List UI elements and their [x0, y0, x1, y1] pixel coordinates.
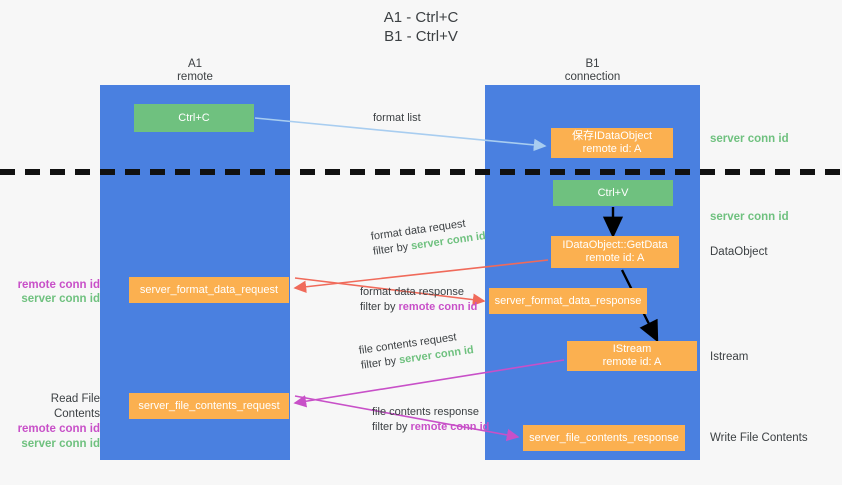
- edge-label-format-list-text: format list: [373, 112, 421, 124]
- node-server-format-data-response-label: server_format_data_response: [494, 294, 642, 307]
- annotation-read-file-contents-block: Read File Contents remote conn id server…: [4, 392, 100, 452]
- node-getdata[interactable]: IDataObject::GetData remote id: A: [551, 236, 679, 268]
- filter-value-remote-conn-id: remote conn id: [410, 421, 490, 433]
- node-server-file-contents-request[interactable]: server_file_contents_request: [129, 393, 289, 419]
- title-line-1: A1 - Ctrl+C: [383, 9, 459, 26]
- edge-label-format-data-request: format data request filter by server con…: [370, 214, 487, 260]
- column-b1-subtitle: connection: [564, 71, 621, 83]
- filter-prefix: filter by: [372, 421, 411, 433]
- edge-label-format-data-response-filter: filter by remote conn id: [360, 300, 477, 315]
- node-istream[interactable]: IStream remote id: A: [567, 341, 697, 371]
- node-ctrl-c[interactable]: Ctrl+C: [134, 104, 254, 132]
- node-server-file-contents-response[interactable]: server_file_contents_response: [523, 425, 685, 451]
- node-ctrl-c-label: Ctrl+C: [178, 111, 210, 124]
- filter-value-remote-conn-id: remote conn id: [398, 301, 478, 313]
- filter-prefix: filter by: [360, 354, 401, 372]
- annotation-server-conn-id: server conn id: [21, 293, 100, 305]
- column-b1-name: B1: [585, 58, 600, 70]
- node-server-format-data-request[interactable]: server_format_data_request: [129, 277, 289, 303]
- node-ctrl-v[interactable]: Ctrl+V: [553, 180, 673, 206]
- node-save-dataobject-line1: 保存IDataObject: [571, 130, 653, 142]
- edge-label-file-contents-response-filter: filter by remote conn id: [372, 420, 489, 435]
- annotation-dataobject: DataObject: [710, 246, 768, 258]
- annotation-server-conn-id-top: server conn id: [710, 133, 789, 145]
- column-a1-name: A1: [187, 58, 203, 70]
- node-save-dataobject-line2: remote id: A: [582, 143, 642, 155]
- column-header-a1: A1 remote: [100, 58, 290, 84]
- node-server-file-contents-response-label: server_file_contents_response: [529, 431, 679, 444]
- node-save-dataobject[interactable]: 保存IDataObject remote id: A: [551, 128, 673, 158]
- node-server-file-contents-request-label: server_file_contents_request: [138, 399, 280, 412]
- annotation-remote-conn-id: remote conn id: [17, 423, 100, 435]
- node-server-format-data-request-label: server_format_data_request: [139, 283, 279, 296]
- column-a1-subtitle: remote: [177, 71, 213, 83]
- title-line-2: B1 - Ctrl+V: [384, 28, 458, 45]
- filter-prefix: filter by: [372, 240, 413, 258]
- annotation-left-conn-ids: remote conn id server conn id: [8, 278, 100, 306]
- edge-label-file-contents-request: file contents request filter by server c…: [358, 328, 475, 374]
- annotation-remote-conn-id: remote conn id: [17, 279, 100, 291]
- column-header-b1: B1 connection: [485, 58, 700, 84]
- node-server-format-data-response[interactable]: server_format_data_response: [489, 288, 647, 314]
- edge-label-file-contents-response: file contents response filter by remote …: [372, 405, 489, 435]
- edge-label-file-contents-response-line1: file contents response: [372, 406, 480, 418]
- annotation-server-conn-id-mid: server conn id: [710, 211, 789, 223]
- filter-prefix: filter by: [360, 301, 399, 313]
- edge-label-format-data-response: format data response filter by remote co…: [360, 285, 477, 315]
- node-getdata-line2: remote id: A: [585, 252, 645, 264]
- node-istream-line2: remote id: A: [602, 356, 662, 368]
- edge-label-format-data-response-line1: format data response: [360, 286, 464, 298]
- annotation-write-file-contents: Write File Contents: [710, 432, 808, 444]
- page-title: A1 - Ctrl+C B1 - Ctrl+V: [0, 8, 842, 46]
- node-ctrl-v-label: Ctrl+V: [597, 186, 629, 199]
- edge-label-format-list: format list: [373, 111, 421, 126]
- node-istream-line1: IStream: [612, 343, 652, 355]
- node-getdata-line1: IDataObject::GetData: [562, 239, 668, 251]
- annotation-read-file-contents: Read File Contents: [50, 393, 100, 420]
- annotation-istream: Istream: [710, 351, 749, 363]
- annotation-server-conn-id: server conn id: [21, 438, 100, 450]
